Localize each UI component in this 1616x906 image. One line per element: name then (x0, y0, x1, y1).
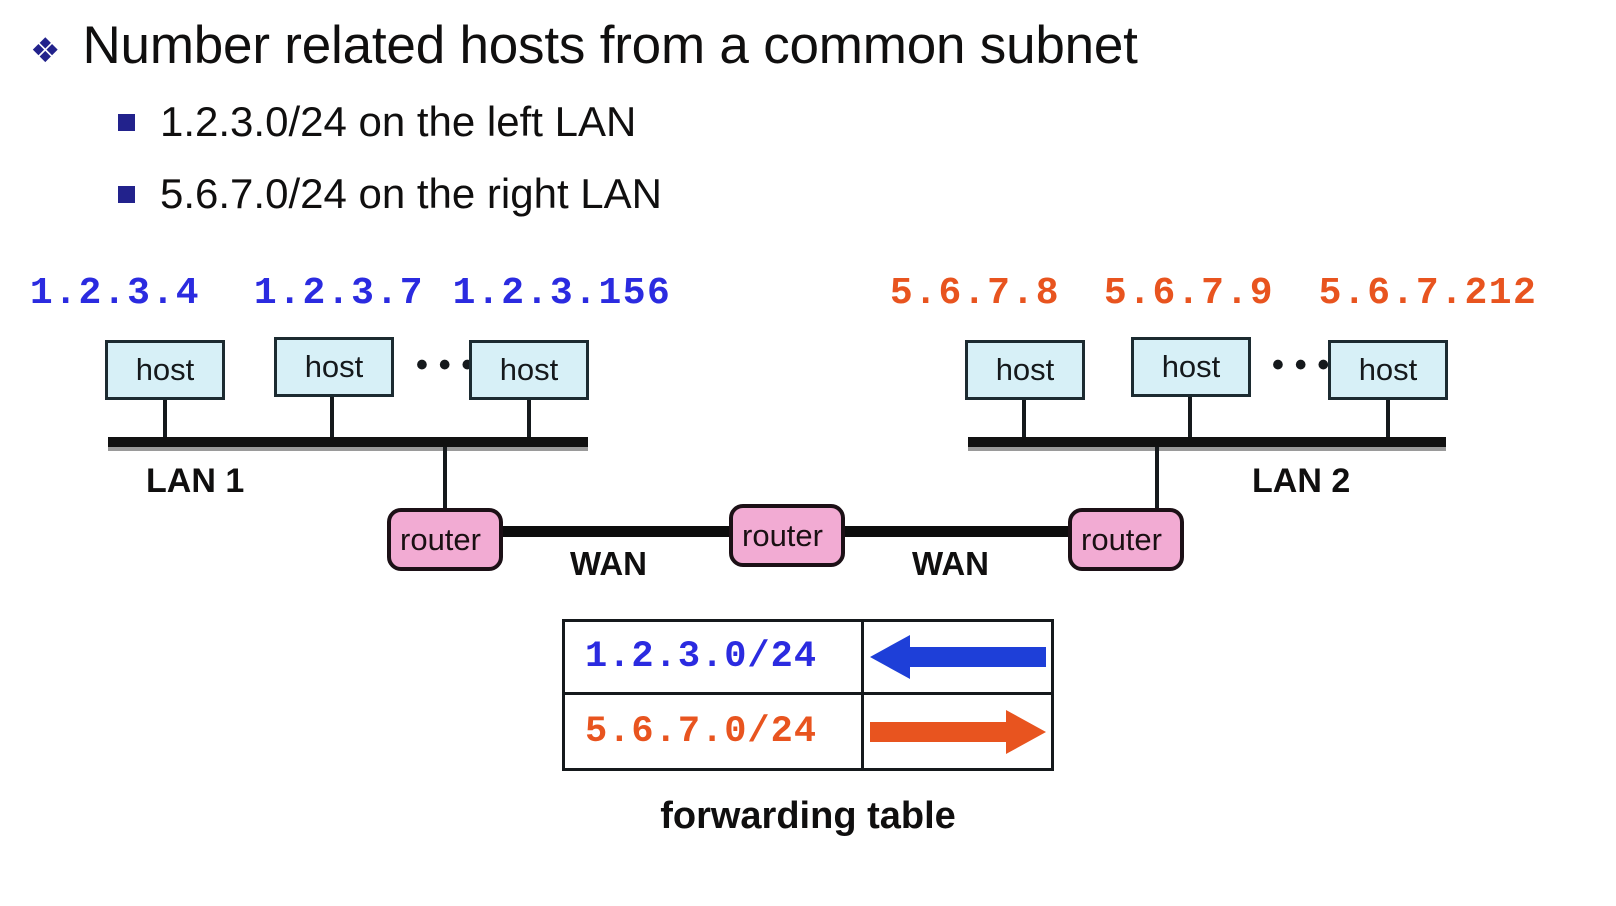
host-drop-line-right-3 (1386, 400, 1390, 440)
host-label: host (1161, 349, 1221, 384)
host-drop-line-left-2 (330, 397, 334, 440)
host-box-right-2: host (1131, 337, 1251, 397)
table-row: 5.6.7.0/24 (565, 695, 1051, 768)
lan-bus-left (108, 437, 588, 447)
arrow-right-icon (869, 709, 1046, 754)
ip-label-right-3: 5.6.7.212 (1318, 272, 1538, 315)
ip-label-left-2: 1.2.3.7 (253, 272, 425, 315)
router-uplink-right (1155, 447, 1159, 511)
arrow-left-icon (869, 635, 1046, 679)
wan-link-1 (487, 526, 757, 537)
bullet-level1-text: Number related hosts from a common subne… (82, 16, 1138, 75)
lan-label-1: LAN 1 (146, 462, 245, 500)
ellipsis-left: • • • (416, 346, 476, 384)
host-label: host (499, 352, 559, 387)
table-cell-prefix-1: 1.2.3.0/24 (565, 622, 864, 692)
table-cell-arrow-1 (864, 622, 1051, 692)
ip-label-right-1: 5.6.7.8 (889, 272, 1061, 315)
ellipsis-right: • • • (1272, 346, 1332, 384)
host-drop-line-right-2 (1188, 397, 1192, 440)
square-bullet-icon (118, 113, 135, 131)
lan-bus-right-shadow (968, 447, 1446, 451)
table-cell-arrow-2 (864, 695, 1051, 768)
host-drop-line-left-1 (163, 400, 167, 440)
host-box-left-1: host (105, 340, 225, 400)
wan-label-2: WAN (912, 545, 989, 582)
host-box-left-2: host (274, 337, 394, 397)
router-label: router (400, 521, 481, 557)
router-box-1: router (387, 508, 503, 571)
bullet-level2-text-2: 5.6.7.0/24 on the right LAN (160, 170, 663, 217)
lan-label-2: LAN 2 (1252, 462, 1351, 500)
bullet-level1: ❖ Number related hosts from a common sub… (30, 18, 1138, 74)
router-box-2: router (729, 504, 845, 567)
router-label: router (742, 517, 823, 553)
host-box-right-1: host (965, 340, 1085, 400)
ip-label-left-3: 1.2.3.156 (452, 272, 672, 315)
host-label: host (1358, 352, 1418, 387)
host-label: host (995, 352, 1055, 387)
host-drop-line-left-3 (527, 400, 531, 440)
table-row: 1.2.3.0/24 (565, 622, 1051, 695)
forwarding-table-caption: forwarding table (660, 795, 956, 837)
wan-link-2 (825, 526, 1115, 537)
wan-label-1: WAN (570, 545, 647, 582)
router-label: router (1081, 521, 1162, 557)
diamond-bullet-icon: ❖ (30, 31, 61, 71)
host-box-left-3: host (469, 340, 589, 400)
forwarding-table: 1.2.3.0/24 5.6.7.0/24 (562, 619, 1054, 771)
router-box-3: router (1068, 508, 1184, 571)
host-label: host (135, 352, 195, 387)
host-box-right-3: host (1328, 340, 1448, 400)
table-cell-prefix-2: 5.6.7.0/24 (565, 695, 864, 768)
host-drop-line-right-1 (1022, 400, 1026, 440)
ip-label-left-1: 1.2.3.4 (29, 272, 201, 315)
bullet-level2-item-2: 5.6.7.0/24 on the right LAN (118, 170, 663, 217)
lan-bus-right (968, 437, 1446, 447)
router-uplink-left (443, 447, 447, 511)
bullet-level2-text-1: 1.2.3.0/24 on the left LAN (160, 98, 637, 145)
host-label: host (304, 349, 364, 384)
lan-bus-left-shadow (108, 447, 588, 451)
bullet-level2-item-1: 1.2.3.0/24 on the left LAN (118, 98, 637, 145)
square-bullet-icon (118, 185, 135, 203)
ip-label-right-2: 5.6.7.9 (1103, 272, 1275, 315)
